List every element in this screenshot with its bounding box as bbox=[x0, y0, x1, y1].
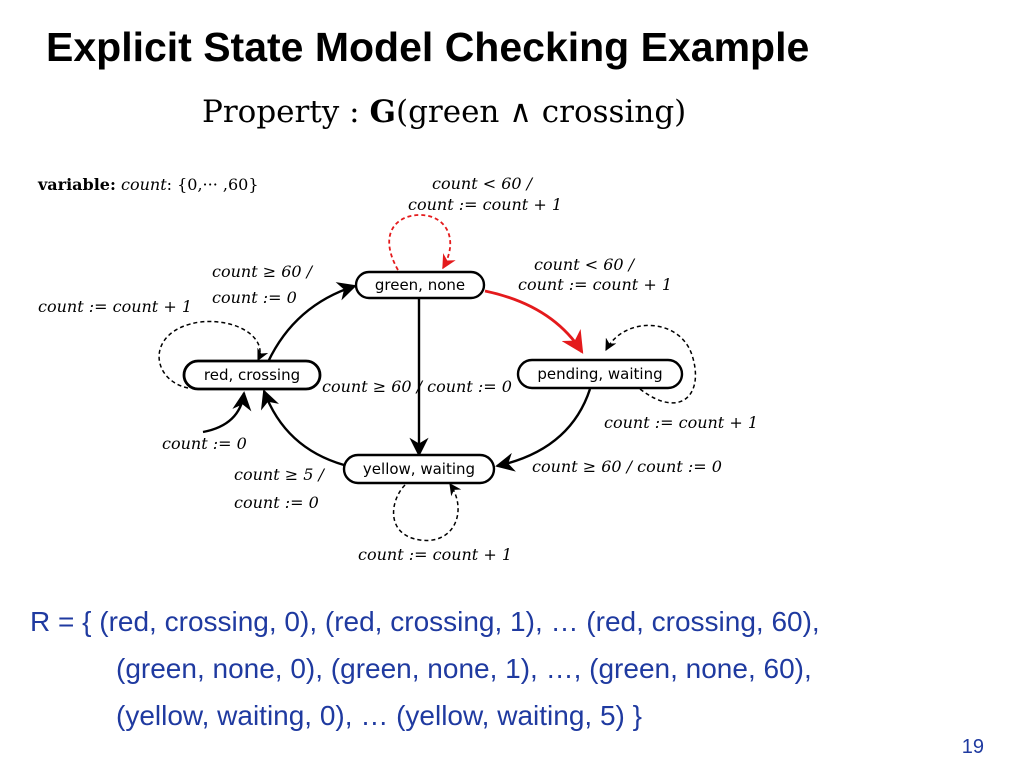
pending-self-loop bbox=[605, 324, 697, 404]
yellow-to-red-label-1: count ≥ 5 / bbox=[234, 465, 325, 484]
yellow-to-red-label-2: count := 0 bbox=[234, 493, 319, 512]
reachable-set-line-1: R = { (red, crossing, 0), (red, crossing… bbox=[30, 606, 820, 637]
state-pending-waiting: pending, waiting bbox=[516, 358, 684, 390]
property-prefix: Property : bbox=[202, 94, 370, 130]
svg-text:green, none: green, none bbox=[375, 276, 465, 294]
red-self-label: count := count + 1 bbox=[38, 297, 192, 316]
svg-text:pending, waiting: pending, waiting bbox=[537, 365, 662, 383]
reachable-set-line-2: (green, none, 0), (green, none, 1), …, (… bbox=[116, 653, 812, 684]
globally-operator: G bbox=[369, 94, 396, 130]
pending-to-yellow-label: count ≥ 60 / count := 0 bbox=[532, 457, 722, 476]
red-to-green-arrow bbox=[266, 282, 357, 363]
variable-declaration: variable: count: {0,··· ,60} bbox=[37, 175, 259, 194]
state-yellow-waiting: yellow, waiting bbox=[342, 453, 496, 485]
state-green-none: green, none bbox=[354, 270, 486, 300]
page-number: 19 bbox=[961, 736, 984, 758]
green-to-yellow-label: count ≥ 60 / count := 0 bbox=[322, 377, 512, 396]
green-to-pending-arrow bbox=[484, 289, 584, 354]
green-self-label-2: count := count + 1 bbox=[408, 195, 562, 214]
property-formula: Property : G(green ∧ crossing) bbox=[202, 94, 686, 130]
svg-text:red, crossing: red, crossing bbox=[204, 366, 300, 384]
green-to-pending-label-2: count := count + 1 bbox=[518, 275, 672, 294]
pending-self-label: count := count + 1 bbox=[604, 413, 758, 432]
state-red-crossing: red, crossing bbox=[182, 359, 322, 391]
green-to-pending-label-1: count < 60 / bbox=[534, 255, 636, 274]
slide-title: Explicit State Model Checking Example bbox=[46, 24, 810, 70]
svg-text:yellow, waiting: yellow, waiting bbox=[363, 460, 475, 478]
green-self-label-1: count < 60 / bbox=[432, 174, 534, 193]
red-self-loop bbox=[158, 320, 269, 389]
pending-to-yellow-arrow bbox=[495, 388, 592, 472]
red-to-green-label-1: count ≥ 60 / bbox=[212, 262, 314, 281]
property-expression: (green ∧ crossing) bbox=[395, 94, 687, 130]
initial-arrow bbox=[202, 391, 252, 434]
green-self-loop bbox=[388, 214, 456, 271]
reachable-set-line-3: (yellow, waiting, 0), … (yellow, waiting… bbox=[116, 700, 642, 731]
red-to-green-label-2: count := 0 bbox=[212, 288, 297, 307]
reachable-set: R = { (red, crossing, 0), (red, crossing… bbox=[30, 598, 820, 739]
yellow-self-loop bbox=[392, 483, 462, 542]
yellow-to-red-arrow bbox=[260, 389, 345, 467]
state-machine-diagram: variable: count: {0,··· ,60} green, none… bbox=[37, 174, 758, 564]
yellow-self-label: count := count + 1 bbox=[358, 545, 512, 564]
initial-label: count := 0 bbox=[162, 434, 247, 453]
